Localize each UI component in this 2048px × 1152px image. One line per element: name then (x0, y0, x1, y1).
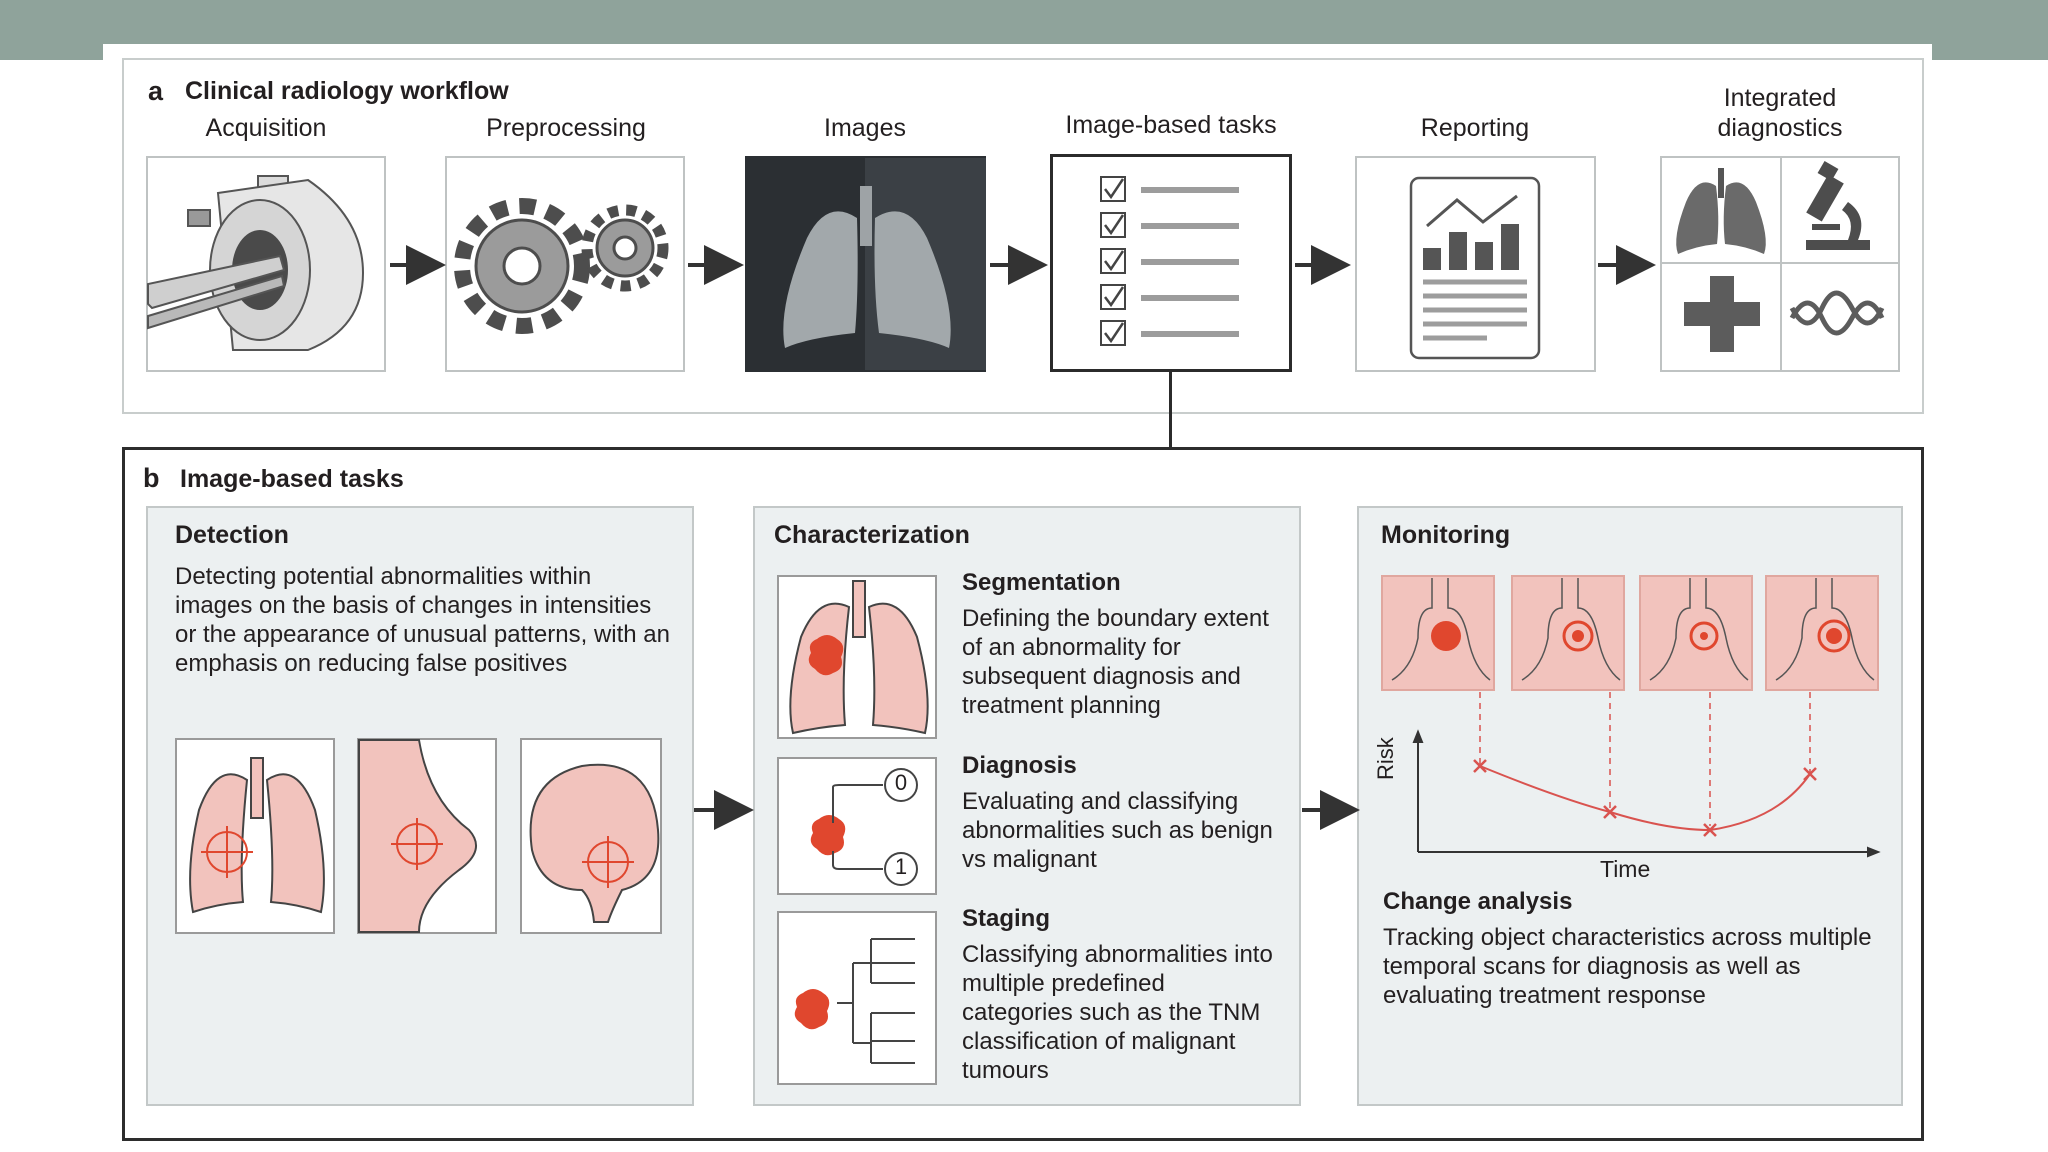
mri-scanner-icon (147, 175, 365, 351)
crosshair-icon (582, 836, 634, 888)
panel-a-title: Clinical radiology workflow (185, 77, 509, 105)
lesion-icon (808, 635, 844, 676)
time-axis-label: Time (1600, 856, 1651, 882)
step-label-preprocessing: Preprocessing (486, 114, 646, 142)
panel-a-letter: a (148, 76, 164, 106)
images-box (745, 156, 986, 372)
monitoring-title: Monitoring (1381, 521, 1511, 549)
crosshair-icon (201, 826, 253, 878)
diagnosis-image: 0 1 (777, 757, 937, 895)
medical-cross-icon (1684, 276, 1760, 352)
diagnosis-title: Diagnosis (962, 752, 1077, 779)
integrated-diagnostics-box (1660, 156, 1900, 372)
step-label-images: Images (824, 114, 906, 142)
characterization-title: Characterization (774, 521, 970, 549)
detection-title: Detection (175, 521, 289, 549)
segmentation-description: Defining the boundary extent of an abnor… (962, 605, 1269, 719)
step-label-acquisition: Acquisition (205, 114, 327, 142)
lesion-icon (794, 989, 830, 1030)
acquisition-box (146, 156, 386, 372)
risk-axis-label: Risk (1373, 737, 1398, 780)
detection-description: Detecting potential abnormalities within… (175, 563, 670, 677)
panel-b (122, 447, 1924, 1141)
diagnosis-class-1: 1 (894, 854, 908, 879)
lung-xray-icon (783, 186, 951, 348)
step-label-integrated-diagnostics: Integrated diagnostics (1717, 84, 1843, 142)
checklist-icon (1100, 176, 1239, 346)
crosshair-icon (391, 818, 443, 870)
workflow-arrows (390, 245, 1656, 285)
segmentation-title: Segmentation (962, 569, 1121, 596)
large-gear-icon (454, 198, 590, 334)
risk-axes (1412, 729, 1881, 858)
lesion-icon (1431, 621, 1461, 651)
small-gear-icon (581, 204, 669, 292)
change-analysis-description: Tracking object characteristics across m… (1383, 924, 1872, 1009)
step-label-reporting: Reporting (1420, 114, 1530, 142)
panel-a (122, 58, 1924, 414)
reporting-box (1355, 156, 1596, 372)
diagnosis-class-0: 0 (894, 770, 908, 795)
image-based-tasks-box (1050, 154, 1292, 372)
lesion-icon (810, 815, 846, 856)
step-label-image-based-tasks: Image-based tasks (1065, 111, 1277, 139)
panel-b-arrows (694, 790, 1360, 830)
scan-thumbnails (1381, 575, 1879, 691)
segmentation-image (777, 575, 937, 739)
monitoring-figure (1381, 575, 1881, 858)
diagnosis-description: Evaluating and classifying abnormalities… (962, 788, 1273, 873)
detection-lung-image (175, 738, 335, 934)
risk-markers (1473, 759, 1817, 837)
risk-curve (1479, 765, 1811, 832)
report-document-icon (1409, 176, 1541, 360)
preprocessing-box (445, 156, 685, 372)
change-analysis-title: Change analysis (1383, 888, 1573, 915)
panel-b-letter: b (143, 463, 160, 493)
staging-title: Staging (962, 905, 1050, 932)
staging-description: Classifying abnormalities into multiple … (962, 941, 1273, 1084)
detection-breast-image (357, 738, 497, 934)
detection-brain-image (520, 738, 662, 934)
panel-connector-line (1169, 372, 1172, 448)
panel-b-title: Image-based tasks (180, 465, 404, 493)
dna-icon (1789, 290, 1885, 336)
lungs-icon (1676, 168, 1766, 254)
microscope-icon (1806, 160, 1870, 250)
staging-image (777, 911, 937, 1085)
